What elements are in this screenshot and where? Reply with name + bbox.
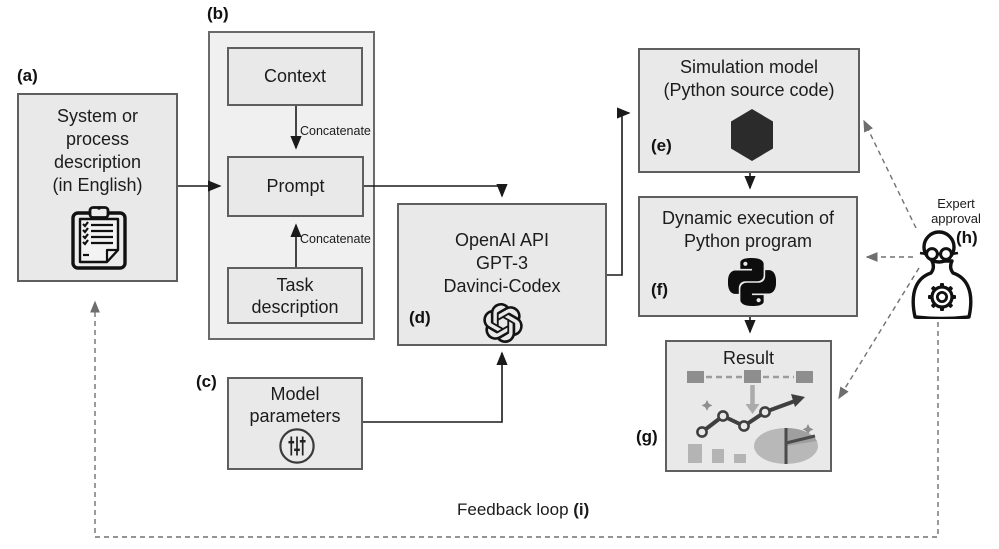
clipboard-checklist-icon	[71, 206, 127, 270]
expert-approval-caption: Expert approval	[931, 196, 981, 226]
expert-person-gear-icon	[911, 230, 973, 319]
box-simulation-model: Simulation model (Python source code) (e…	[638, 48, 860, 173]
arrow-openai-to-simulation	[607, 107, 631, 276]
system-description-text: System or process description (in Englis…	[52, 106, 143, 195]
openai-api-text: OpenAI API GPT-3 Davinci-Codex	[443, 230, 561, 296]
arrow-params-to-openai	[363, 351, 508, 423]
label-d: (d)	[409, 308, 431, 327]
sliders-icon	[279, 428, 315, 464]
label-e: (e)	[651, 136, 672, 155]
simulation-model-text: Simulation model (Python source code)	[663, 57, 835, 100]
label-h: (h)	[956, 228, 978, 247]
label-c: (c)	[196, 372, 217, 391]
hexagon-icon	[731, 109, 773, 161]
box-openai-api: OpenAI API GPT-3 Davinci-Codex (d)	[397, 203, 607, 346]
box-result: Result	[665, 340, 832, 472]
prompt-text: Prompt	[266, 176, 325, 196]
feedback-loop-caption: Feedback loop (i)	[457, 500, 589, 520]
model-parameters-text: Model parameters	[249, 384, 341, 426]
arrow-prompt-to-openai	[364, 184, 508, 198]
analytics-charts-icon	[687, 370, 818, 464]
task-description-text: Task description	[251, 274, 339, 317]
label-f: (f)	[651, 280, 668, 299]
box-dynamic-execution: Dynamic execution of Python program (f)	[638, 196, 858, 317]
box-model-parameters: Model parameters	[227, 377, 363, 470]
dynamic-execution-text: Dynamic execution of Python program	[661, 208, 835, 251]
label-a: (a)	[17, 66, 38, 85]
python-logo-icon	[728, 258, 776, 306]
box-prompt: Prompt	[227, 156, 364, 217]
feedback-loop-text: Feedback loop	[457, 500, 574, 519]
feedback-loop-label: (i)	[573, 500, 590, 519]
box-context: Context	[227, 47, 363, 106]
box-task-description: Task description	[227, 267, 363, 324]
box-system-description: System or process description (in Englis…	[17, 93, 178, 282]
label-b: (b)	[207, 4, 229, 23]
label-g: (g)	[636, 427, 658, 446]
openai-logo-icon	[483, 303, 523, 343]
concatenate-label-bottom: Concatenate	[300, 232, 371, 246]
dashed-arrow-expert-to-simulation	[863, 119, 917, 229]
context-text: Context	[263, 66, 327, 86]
concatenate-label-top: Concatenate	[300, 124, 371, 138]
